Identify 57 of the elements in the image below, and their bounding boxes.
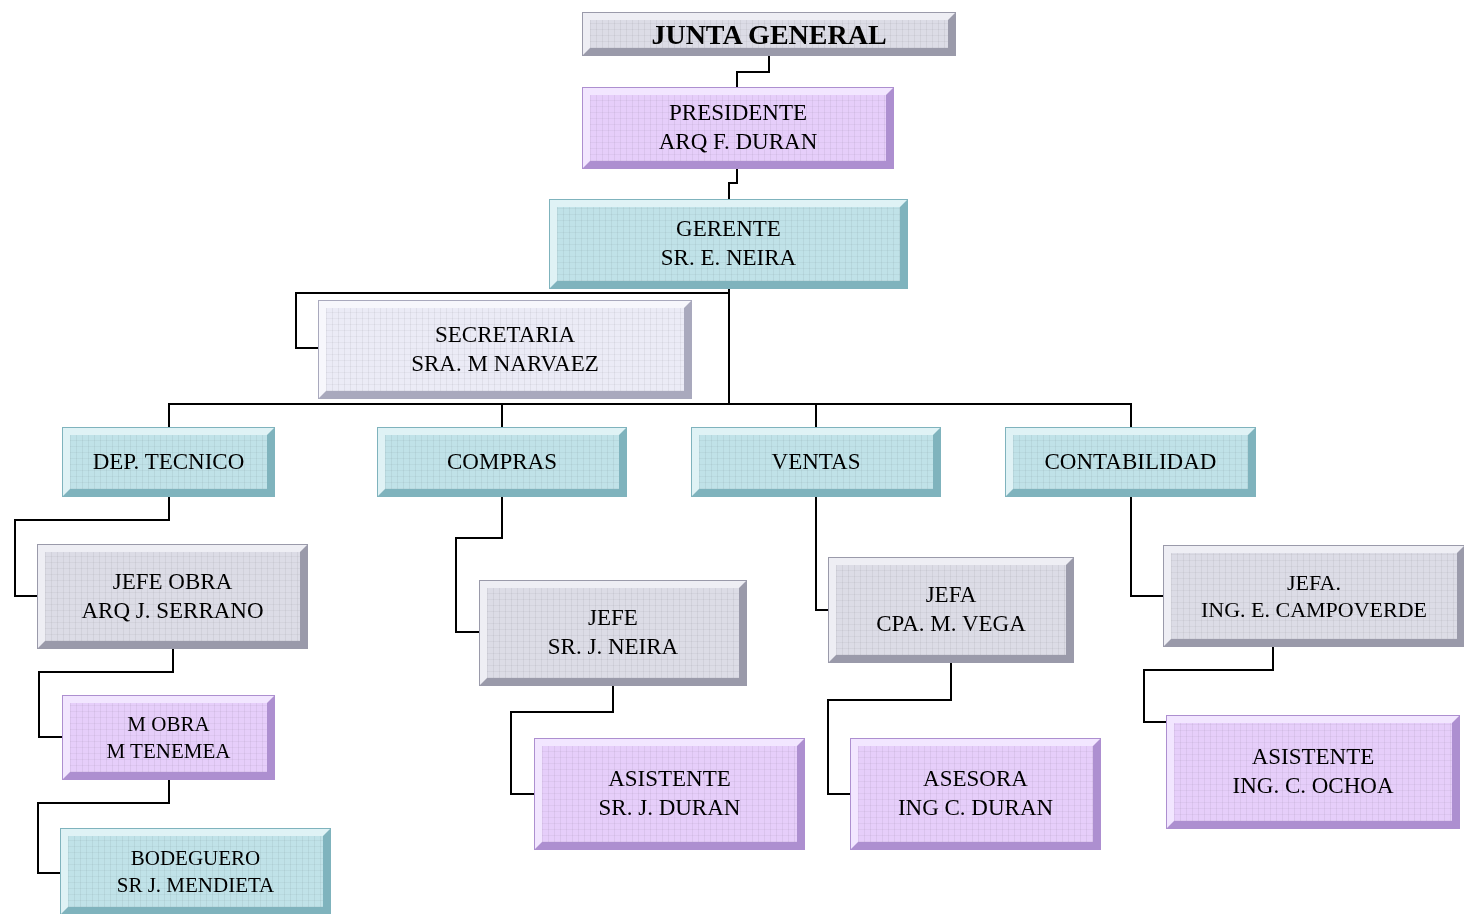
person-name: SR. J. DURAN bbox=[598, 794, 741, 822]
org-box bbox=[583, 13, 955, 55]
unit-title: VENTAS bbox=[771, 447, 861, 476]
org-box bbox=[829, 558, 1073, 662]
org-box bbox=[63, 428, 274, 496]
person-name: SR. E. NEIRA bbox=[660, 244, 797, 272]
org-box bbox=[319, 301, 691, 398]
role-title: JEFE bbox=[588, 604, 638, 633]
connector-line bbox=[510, 684, 614, 795]
org-box bbox=[692, 428, 940, 496]
person-name: ING C. DURAN bbox=[897, 794, 1054, 822]
person-name: SRA. M NARVAEZ bbox=[411, 349, 599, 378]
role-title: PRESIDENTE bbox=[669, 99, 807, 128]
connector-line bbox=[14, 495, 170, 597]
person-name: ING. E. CAMPOVERDE bbox=[1200, 596, 1428, 624]
person-name: M TENEMEA bbox=[106, 737, 231, 764]
connector-line bbox=[1143, 645, 1274, 723]
role-title: JEFE OBRA bbox=[112, 567, 233, 596]
connector-line bbox=[37, 778, 170, 874]
org-box bbox=[583, 88, 893, 168]
person-name: SR J. MENDIETA bbox=[116, 871, 275, 898]
person-name: CPA. M. VEGA bbox=[876, 610, 1026, 638]
connector-line bbox=[728, 167, 738, 201]
role-title: GERENTE bbox=[676, 215, 781, 244]
connector-line bbox=[455, 495, 503, 633]
person-name: ARQ F. DURAN bbox=[658, 128, 818, 156]
person-name: ARQ J. SERRANO bbox=[81, 596, 264, 625]
org-box bbox=[535, 739, 804, 849]
org-box bbox=[851, 739, 1100, 849]
role-title: SECRETARIA bbox=[435, 320, 575, 349]
org-box bbox=[550, 200, 907, 288]
org-box bbox=[38, 545, 307, 648]
connector-line bbox=[827, 661, 952, 795]
role-title: ASISTENTE bbox=[608, 765, 731, 794]
org-box bbox=[1164, 546, 1464, 646]
org-box bbox=[61, 829, 330, 914]
org-box bbox=[480, 581, 746, 685]
role-title: JEFA. bbox=[1287, 568, 1341, 596]
person-name: ING. C. OCHOA bbox=[1232, 772, 1394, 800]
role-title: ASISTENTE bbox=[1251, 743, 1375, 772]
unit-title: DEP. TECNICO bbox=[92, 447, 245, 476]
role-title: JEFA bbox=[925, 581, 977, 610]
unit-title: COMPRAS bbox=[447, 447, 557, 476]
org-box bbox=[378, 428, 626, 496]
connector-line bbox=[1130, 495, 1165, 597]
org-box bbox=[63, 696, 274, 779]
org-box bbox=[1167, 716, 1459, 828]
role-title: BODEGUERO bbox=[130, 845, 261, 872]
connector-line bbox=[736, 54, 770, 89]
org-box bbox=[1006, 428, 1255, 496]
unit-title: CONTABILIDAD bbox=[1044, 447, 1217, 476]
unit-title: JUNTA GENERAL bbox=[651, 17, 887, 52]
person-name: SR. J. NEIRA bbox=[547, 633, 679, 661]
connector-line bbox=[815, 495, 830, 611]
connector-line bbox=[38, 647, 174, 738]
role-title: ASESORA bbox=[923, 765, 1028, 794]
role-title: M OBRA bbox=[127, 711, 210, 738]
